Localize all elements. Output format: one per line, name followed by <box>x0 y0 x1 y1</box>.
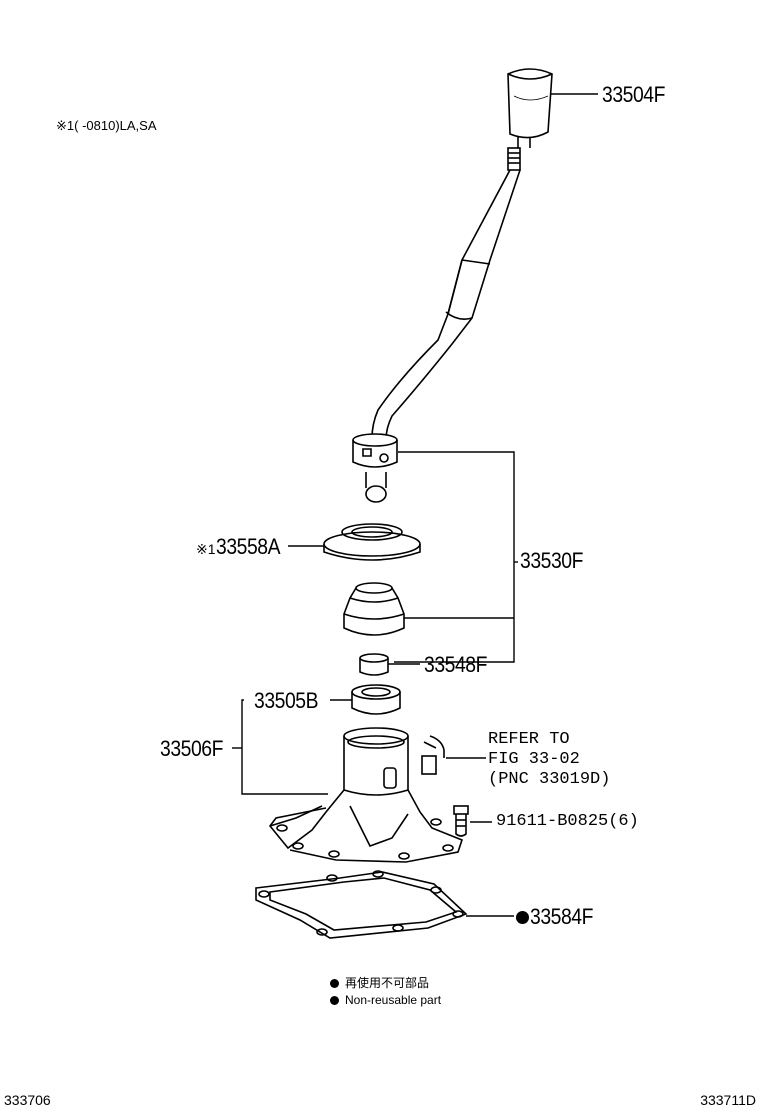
legend-en-text: Non-reusable part <box>345 993 442 1007</box>
legend-bullet-icon <box>330 979 339 988</box>
part-label-33505b[interactable]: 33505B <box>254 688 319 713</box>
footer-left-code: 333706 <box>4 1092 51 1108</box>
pivot-housing-shape <box>352 433 398 503</box>
part-label-33506f[interactable]: 33506F <box>160 736 224 761</box>
part-label-33584f[interactable]: 33584F <box>530 904 594 929</box>
part-label-33584f-group: 33584F <box>516 906 602 928</box>
part-label-33530f[interactable]: 33530F <box>520 548 584 573</box>
shift-lever-shape <box>371 169 521 441</box>
part-label-91611-b0825[interactable]: 91611-B0825(6) <box>496 812 639 831</box>
shift-knob-shape <box>507 68 553 148</box>
lever-thread-shape <box>507 147 521 171</box>
non-reusable-mark <box>516 911 529 924</box>
refer-line-2: FIG 33-02 <box>488 750 580 769</box>
leader-lines <box>232 93 598 917</box>
legend-jp: 再使用不可部品 <box>330 977 429 989</box>
legend-en: Non-reusable part <box>330 994 441 1006</box>
part-label-33558a-group: ※133558A <box>196 536 288 558</box>
lever-boot-shape <box>343 582 405 636</box>
gasket-shape <box>255 870 468 939</box>
footer-right-code: 333711D <box>700 1092 756 1108</box>
part-label-33548f[interactable]: 33548F <box>424 652 488 677</box>
shift-boot-shape <box>351 684 401 715</box>
refer-to-note[interactable]: REFER TO FIG 33-02 (PNC 33019D) <box>488 730 610 790</box>
bushing-shape <box>359 653 389 676</box>
lever-seat-shape <box>323 523 421 561</box>
applicability-mark: ※1 <box>196 541 216 557</box>
refer-line-3: (PNC 33019D) <box>488 770 611 789</box>
applicability-note: ※1( -0810)LA,SA <box>56 118 157 133</box>
part-label-33558a[interactable]: 33558A <box>215 534 281 559</box>
legend-jp-text: 再使用不可部品 <box>345 976 430 990</box>
refer-line-1: REFER TO <box>488 730 570 749</box>
legend-bullet-icon <box>330 996 339 1005</box>
part-label-33504f[interactable]: 33504F <box>602 82 666 107</box>
shift-retainer-shape <box>268 727 463 863</box>
bolt-shape <box>453 805 469 837</box>
